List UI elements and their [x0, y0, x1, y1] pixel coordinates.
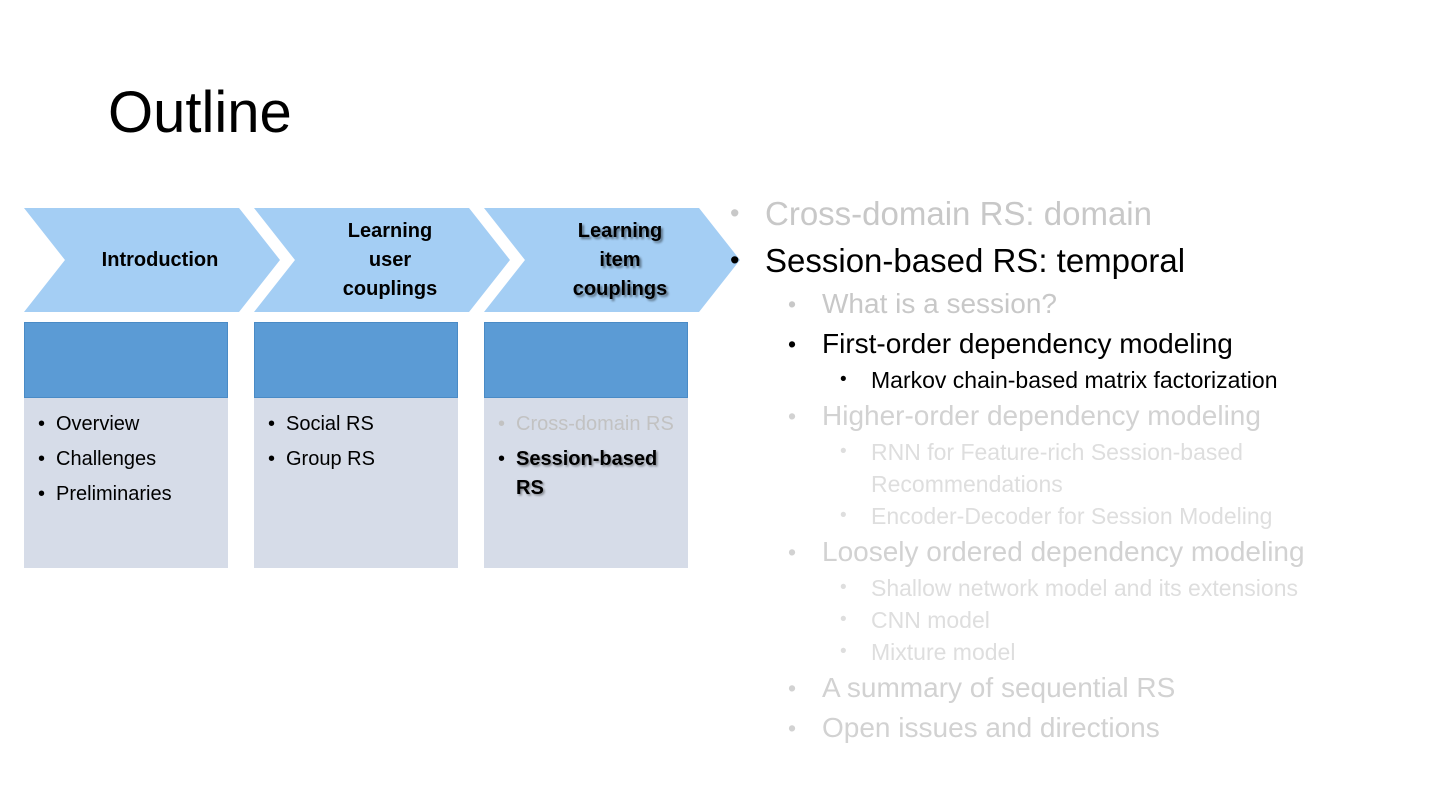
column-list-item[interactable]: Overview	[34, 410, 218, 439]
bullet-icon: •	[840, 505, 847, 526]
outline-item-l2[interactable]: • Open issues and directions	[786, 708, 1440, 748]
outline-item-l2[interactable]: • A summary of sequential RS	[786, 668, 1440, 708]
outline-item-l2[interactable]: • What is a session?	[786, 284, 1440, 324]
bullet-icon: •	[788, 403, 797, 429]
process-chevron-label: Introduction	[101, 248, 219, 271]
bullet-icon: •	[730, 245, 740, 275]
outline-item-l3[interactable]: • Encoder-Decoder for Session Modeling	[838, 500, 1440, 532]
outline-item-label: Encoder-Decoder for Session Modeling	[871, 503, 1273, 529]
column-body: Cross-domain RS Session-based RS	[484, 398, 688, 568]
outline-item-l2[interactable]: • Loosely ordered dependency modeling	[786, 532, 1440, 572]
column-list-item[interactable]: Cross-domain RS	[494, 410, 678, 439]
outline-item-label: Markov chain-based matrix factorization	[871, 367, 1278, 393]
outline-item-l1[interactable]: • Session-based RS: temporal	[728, 237, 1440, 284]
outline-item-label: Higher-order dependency modeling	[822, 400, 1261, 431]
column-list-item[interactable]: Group RS	[264, 445, 448, 474]
column-list-item[interactable]: Social RS	[264, 410, 448, 439]
outline-item-label: Shallow network model and its extensions	[871, 575, 1299, 601]
bullet-icon: •	[840, 369, 847, 390]
outline-item-label: A summary of sequential RS	[822, 672, 1176, 703]
bullet-icon: •	[788, 715, 797, 741]
outline-item-l1[interactable]: • Cross-domain RS: domain	[728, 190, 1440, 237]
bullet-icon: •	[788, 539, 797, 565]
outline-item-label: CNN model	[871, 607, 990, 633]
bullet-icon: •	[840, 441, 847, 462]
bullet-icon: •	[840, 577, 847, 598]
outline-item-l3[interactable]: • Shallow network model and its extension…	[838, 572, 1440, 604]
outline-item-label: Session-based RS: temporal	[765, 242, 1186, 279]
outline-item-label: What is a session?	[822, 288, 1057, 319]
column-list-item[interactable]: Session-based RS	[494, 445, 678, 503]
outline-item-label: RNN for Feature-rich Session-based Recom…	[871, 439, 1243, 497]
outline-item-label: Mixture model	[871, 639, 1016, 665]
outline-item-l3[interactable]: • Mixture model	[838, 636, 1440, 668]
bullet-icon: •	[840, 609, 847, 630]
outline-item-label: Cross-domain RS: domain	[765, 195, 1152, 232]
column-card-item-couplings: Cross-domain RS Session-based RS	[484, 322, 688, 568]
column-body: OverviewChallengesPreliminaries	[24, 398, 228, 568]
outline-item-label: First-order dependency modeling	[822, 328, 1233, 359]
column-card-introduction: OverviewChallengesPreliminaries	[24, 322, 228, 568]
outline-item-l3[interactable]: • Markov chain-based matrix factorization	[838, 364, 1440, 396]
outline-item-label: Open issues and directions	[822, 712, 1160, 743]
bullet-icon: •	[788, 675, 797, 701]
column-list-item[interactable]: Preliminaries	[34, 480, 218, 509]
outline-item-label: Loosely ordered dependency modeling	[822, 536, 1305, 567]
bullet-icon: •	[788, 291, 797, 317]
bullet-icon: •	[788, 331, 797, 357]
column-card-user-couplings: Social RS Group RS	[254, 322, 458, 568]
outline-item-l3[interactable]: • CNN model	[838, 604, 1440, 636]
column-list-item[interactable]: Challenges	[34, 445, 218, 474]
outline-item-l2[interactable]: • Higher-order dependency modeling	[786, 396, 1440, 436]
column-header	[24, 322, 228, 398]
column-header	[484, 322, 688, 398]
column-body: Social RS Group RS	[254, 398, 458, 568]
outline-item-l2[interactable]: • First-order dependency modeling	[786, 324, 1440, 364]
bullet-icon: •	[840, 641, 847, 662]
outline-item-l3[interactable]: • RNN for Feature-rich Session-based Reco…	[838, 436, 1440, 500]
bullet-icon: •	[730, 198, 740, 228]
outline-agenda-list: • Cross-domain RS: domain • Session-based R…	[715, 190, 1440, 748]
column-header	[254, 322, 458, 398]
process-chevron-0[interactable]: Introduction	[24, 208, 280, 312]
page-title: Outline	[108, 80, 292, 145]
